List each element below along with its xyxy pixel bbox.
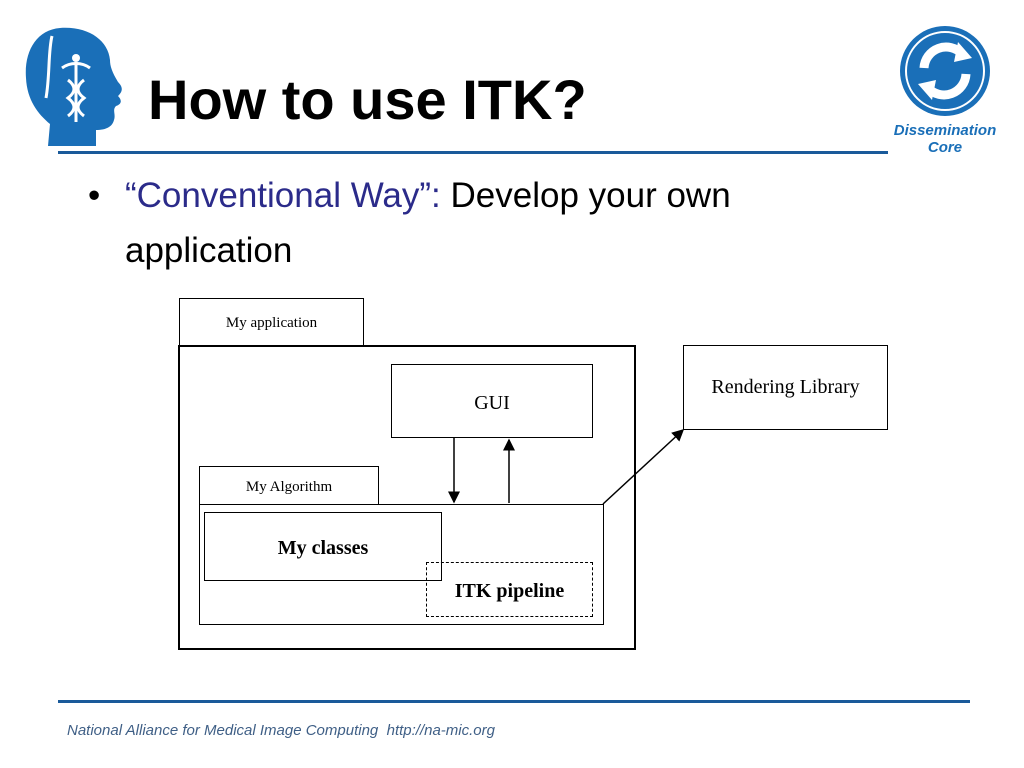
my-application-tab: My application bbox=[179, 298, 364, 347]
bullet-text: “Conventional Way”: Develop your own app… bbox=[125, 168, 868, 278]
itk-pipeline-label: ITK pipeline bbox=[454, 580, 565, 602]
rendering-library-box: Rendering Library bbox=[683, 345, 888, 430]
my-algorithm-label: My Algorithm bbox=[245, 479, 333, 495]
footer-text: National Alliance for Medical Image Comp… bbox=[67, 722, 495, 739]
bullet-rest: Develop your own application bbox=[125, 176, 731, 270]
algorithm-to-rendering-arrow bbox=[602, 428, 685, 505]
my-classes-label: My classes bbox=[277, 537, 369, 559]
bullet-highlight: “Conventional Way”: bbox=[125, 176, 441, 215]
bullet-item: • “Conventional Way”: Develop your own a… bbox=[88, 168, 868, 278]
dissemination-label-line2: Core bbox=[927, 139, 963, 156]
gui-box: GUI bbox=[391, 364, 593, 438]
rendering-library-label: Rendering Library bbox=[711, 376, 860, 398]
gui-label: GUI bbox=[474, 392, 510, 414]
slicer-head-caduceus-icon bbox=[25, 27, 122, 146]
my-classes-box: My classes bbox=[204, 512, 442, 581]
dissemination-label-line1: Dissemination bbox=[893, 122, 997, 139]
dissemination-core-arrows-icon bbox=[900, 26, 990, 116]
itk-pipeline-box: ITK pipeline bbox=[426, 562, 593, 617]
slicer-logo bbox=[18, 22, 128, 150]
dissemination-core-logo bbox=[898, 24, 992, 118]
title-divider bbox=[58, 151, 888, 154]
bullet-dot-icon: • bbox=[88, 176, 101, 215]
slide-title: How to use ITK? bbox=[148, 68, 587, 131]
footer-divider bbox=[58, 700, 970, 703]
my-algorithm-tab: My Algorithm bbox=[199, 466, 379, 506]
dissemination-core-label: Dissemination Core bbox=[880, 122, 1010, 156]
my-application-label: My application bbox=[225, 315, 318, 331]
